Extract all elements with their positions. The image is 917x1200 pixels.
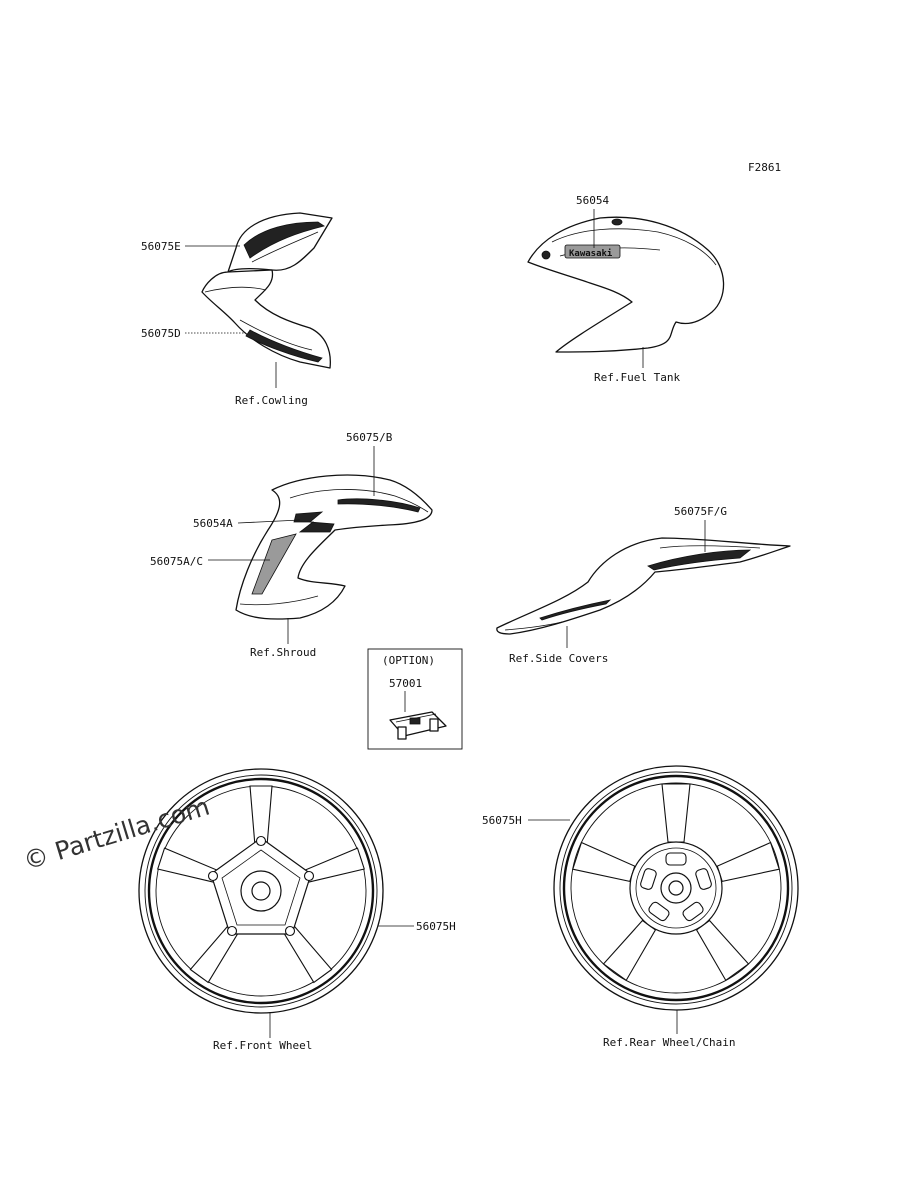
front-wheel-part bbox=[138, 768, 384, 1014]
callout-56054A: 56054A bbox=[193, 517, 233, 530]
callout-56075-B: 56075/B bbox=[346, 431, 393, 444]
callout-56054: 56054 bbox=[576, 194, 609, 207]
callout-56075F-G: 56075F/G bbox=[674, 505, 727, 518]
cowling-part bbox=[201, 212, 333, 369]
callout-56075H-rear: 56075H bbox=[482, 814, 522, 827]
ref-shroud-label: Ref.Shroud bbox=[250, 646, 316, 659]
callout-56075E: 56075E bbox=[141, 240, 181, 253]
ref-front-wheel-label: Ref.Front Wheel bbox=[213, 1039, 312, 1052]
figure-id: F2861 bbox=[748, 161, 781, 174]
callout-56075D: 56075D bbox=[141, 327, 181, 340]
rear-wheel-part bbox=[553, 765, 799, 1011]
tank-logo-text: Kawasaki bbox=[569, 248, 613, 259]
option-box bbox=[367, 648, 463, 750]
shroud-part bbox=[235, 474, 433, 620]
side-covers-part bbox=[496, 537, 791, 635]
fuel-tank-part bbox=[527, 216, 725, 353]
callout-56075H-front: 56075H bbox=[416, 920, 456, 933]
stand-bracket-part bbox=[389, 711, 447, 740]
option-label: (OPTION) bbox=[382, 654, 435, 667]
ref-side-covers-label: Ref.Side Covers bbox=[509, 652, 608, 665]
ref-rear-wheel-label: Ref.Rear Wheel/Chain bbox=[603, 1036, 735, 1049]
ref-fuel-tank-label: Ref.Fuel Tank bbox=[594, 371, 680, 384]
ref-cowling-label: Ref.Cowling bbox=[235, 394, 308, 407]
callout-56075A-C: 56075A/C bbox=[150, 555, 203, 568]
callout-57001: 57001 bbox=[389, 677, 422, 690]
